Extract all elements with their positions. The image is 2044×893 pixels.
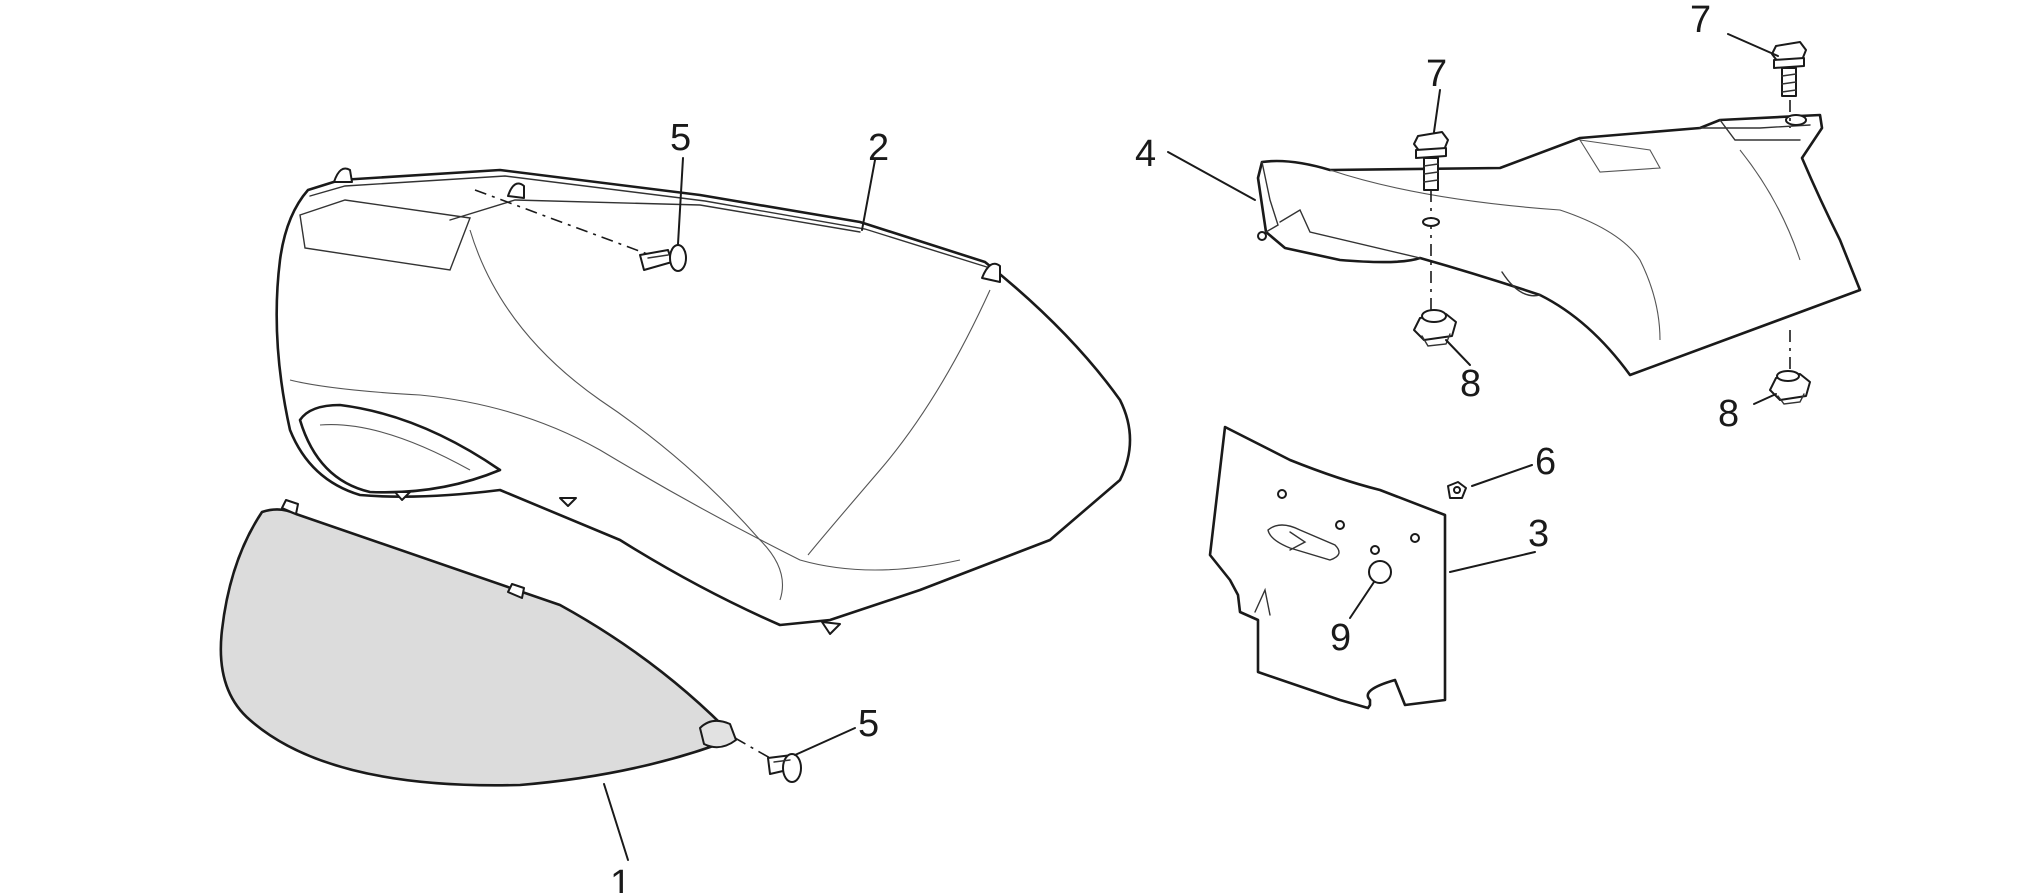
callout-8-left: 8 <box>1460 363 1481 405</box>
leader-5-lower <box>794 727 856 756</box>
part-3-bracket-plate <box>1208 425 1467 710</box>
callout-labels: 1 2 3 4 5 5 6 7 7 8 8 9 <box>610 0 1739 893</box>
leader-2 <box>861 159 876 231</box>
part-7-bolt-right <box>1771 41 1807 126</box>
leader-9 <box>1349 581 1375 619</box>
callout-9: 9 <box>1330 617 1351 659</box>
part-7-bolt-left <box>1413 131 1449 191</box>
bolt-hole <box>1422 217 1440 227</box>
callout-2: 2 <box>868 127 889 169</box>
callout-7-right: 7 <box>1690 0 1711 41</box>
leader-4 <box>1167 151 1256 201</box>
leader-1 <box>603 783 629 861</box>
leader-8-right <box>1753 393 1777 405</box>
callout-6: 6 <box>1535 441 1556 483</box>
part-5-screw-upper <box>639 244 687 272</box>
callout-7-left: 7 <box>1426 53 1447 95</box>
part-8-nut-left <box>1413 309 1457 347</box>
part-8-nut-right <box>1769 370 1811 405</box>
leader-6 <box>1471 464 1533 487</box>
part-1-lower-panel <box>219 499 737 787</box>
callout-5-upper: 5 <box>670 117 691 159</box>
callout-3: 3 <box>1528 513 1549 555</box>
callout-4: 4 <box>1135 133 1156 175</box>
callout-5-lower: 5 <box>858 703 879 745</box>
leader-7-right <box>1727 33 1779 57</box>
assembly-axes <box>474 100 1791 759</box>
callout-1: 1 <box>610 863 631 893</box>
leader-lines <box>603 33 1779 861</box>
leader-7-left <box>1433 89 1441 133</box>
leader-3 <box>1449 551 1536 573</box>
part-4-rear-tray <box>1256 113 1862 377</box>
callout-8-right: 8 <box>1718 393 1739 435</box>
part-5-screw-lower <box>767 753 802 783</box>
part-2-side-fairing <box>275 167 1132 635</box>
leader-8-left <box>1445 339 1471 366</box>
leader-5-upper <box>677 157 684 245</box>
